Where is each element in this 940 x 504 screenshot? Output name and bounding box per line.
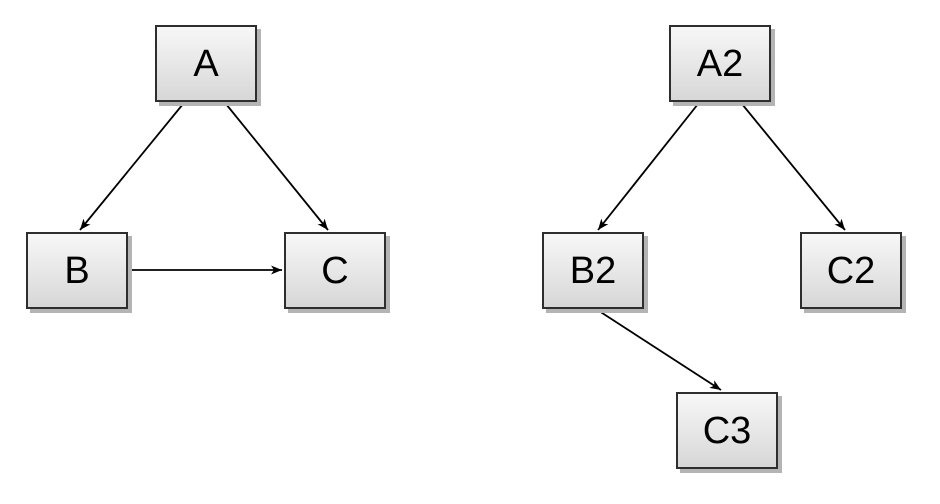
node-C3[interactable]: C3 (676, 392, 778, 469)
node-C[interactable]: C (284, 232, 386, 309)
node-A2-label: A2 (696, 42, 744, 85)
node-C-label: C (321, 249, 349, 292)
node-B2[interactable]: B2 (542, 232, 644, 309)
node-A[interactable]: A (155, 25, 257, 102)
node-B[interactable]: B (26, 232, 128, 309)
node-A-label: A (193, 42, 219, 85)
node-B-label: B (64, 249, 90, 292)
edge-B2-C3 (595, 308, 722, 391)
node-B2-label: B2 (569, 249, 617, 292)
node-C3-label: C3 (702, 409, 752, 452)
node-C2-label: C2 (826, 249, 876, 292)
edge-A2-C2 (741, 103, 846, 231)
edge-A-B (79, 103, 184, 231)
edge-A-C (225, 103, 329, 231)
node-A2[interactable]: A2 (669, 25, 771, 102)
node-C2[interactable]: C2 (800, 232, 902, 309)
edge-A2-B2 (597, 103, 699, 231)
